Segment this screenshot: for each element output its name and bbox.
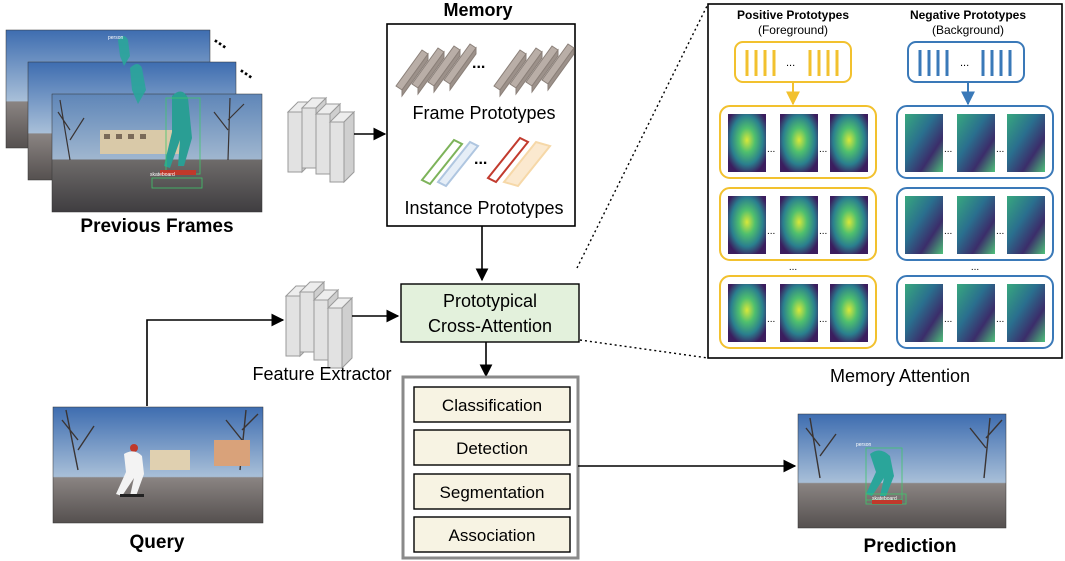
pos-row3-ellipsis: ... bbox=[767, 314, 775, 325]
instance-prototypes-label: Instance Prototypes bbox=[404, 198, 563, 218]
frames-ellipsis-top: ... bbox=[211, 28, 235, 53]
head-classification: Classification bbox=[442, 396, 542, 415]
negative-prototypes-subtitle: (Background) bbox=[932, 23, 1004, 37]
previous-frames-stack: person skateboard ... ... bbox=[5, 28, 263, 213]
query-image bbox=[52, 406, 264, 524]
query-label: Query bbox=[130, 532, 185, 553]
memory-attention-caption: Memory Attention bbox=[830, 366, 970, 386]
zoom-line-top bbox=[576, 3, 709, 269]
head-detection: Detection bbox=[456, 439, 528, 458]
instance-prototypes-ellipsis: ... bbox=[474, 151, 487, 168]
head-detection-box bbox=[413, 429, 571, 466]
neg-row1-ellipsis-2: ... bbox=[996, 144, 1004, 155]
pos-row1-ellipsis: ... bbox=[767, 144, 775, 155]
cross-attention-box bbox=[400, 283, 580, 343]
positive-prototypes-ellipsis: ... bbox=[786, 57, 795, 69]
negative-prototypes-ellipsis: ... bbox=[960, 57, 969, 69]
previous-frames-label: Previous Frames bbox=[80, 216, 233, 237]
prediction-skateboard-tag: skateboard bbox=[872, 496, 897, 502]
frames-ellipsis-bottom: ... bbox=[237, 58, 261, 83]
positive-prototypes-title: Positive Prototypes bbox=[737, 8, 849, 22]
neg-vertical-ellipsis: ... bbox=[971, 262, 979, 273]
frame-prototypes-ellipsis: ... bbox=[472, 55, 485, 72]
neg-row3-ellipsis-2: ... bbox=[996, 314, 1004, 325]
frame-person-tag: person bbox=[108, 35, 124, 41]
zoom-line-bottom bbox=[579, 339, 709, 359]
pos-row2-ellipsis: ... bbox=[767, 226, 775, 237]
memory-encoder-icon bbox=[287, 97, 355, 183]
prediction-label: Prediction bbox=[864, 536, 957, 557]
negative-prototypes-title: Negative Prototypes bbox=[910, 8, 1026, 22]
memory-title: Memory bbox=[443, 0, 512, 20]
arrow-query-to-extractor bbox=[146, 313, 285, 406]
head-classification-box bbox=[413, 386, 571, 423]
neg-row2-ellipsis: ... bbox=[944, 226, 952, 237]
neg-row1-ellipsis: ... bbox=[944, 144, 952, 155]
head-association-box bbox=[413, 516, 571, 553]
neg-row3-ellipsis: ... bbox=[944, 314, 952, 325]
pos-row2-ellipsis-2: ... bbox=[819, 226, 827, 237]
feature-extractor-label: Feature Extractor bbox=[252, 364, 391, 384]
positive-heatmaps: ... ... ... ... ... ... ... bbox=[719, 105, 877, 349]
positive-prototypes-subtitle: (Foreground) bbox=[758, 23, 828, 37]
cross-attention-line1: Prototypical bbox=[443, 291, 537, 311]
positive-prototype-lines bbox=[745, 50, 839, 76]
prediction-person-tag: person bbox=[856, 442, 872, 448]
negative-prototype-lines bbox=[918, 50, 1012, 76]
prediction-image: person skateboard bbox=[797, 413, 1007, 529]
frame-prototypes-label: Frame Prototypes bbox=[412, 103, 555, 123]
pos-vertical-ellipsis: ... bbox=[789, 262, 797, 273]
frame-skateboard-tag: skateboard bbox=[150, 172, 175, 178]
cross-attention-line2: Cross-Attention bbox=[428, 316, 552, 336]
pos-row3-ellipsis-2: ... bbox=[819, 314, 827, 325]
pos-row1-ellipsis-2: ... bbox=[819, 144, 827, 155]
negative-heatmaps: ... ... ... ... ... ... ... bbox=[896, 105, 1054, 349]
head-segmentation-box bbox=[413, 473, 571, 510]
head-association: Association bbox=[449, 526, 536, 545]
neg-row2-ellipsis-2: ... bbox=[996, 226, 1004, 237]
feature-extractor-icon bbox=[285, 281, 353, 369]
head-segmentation: Segmentation bbox=[440, 483, 545, 502]
instance-prototype-bars bbox=[420, 136, 552, 188]
